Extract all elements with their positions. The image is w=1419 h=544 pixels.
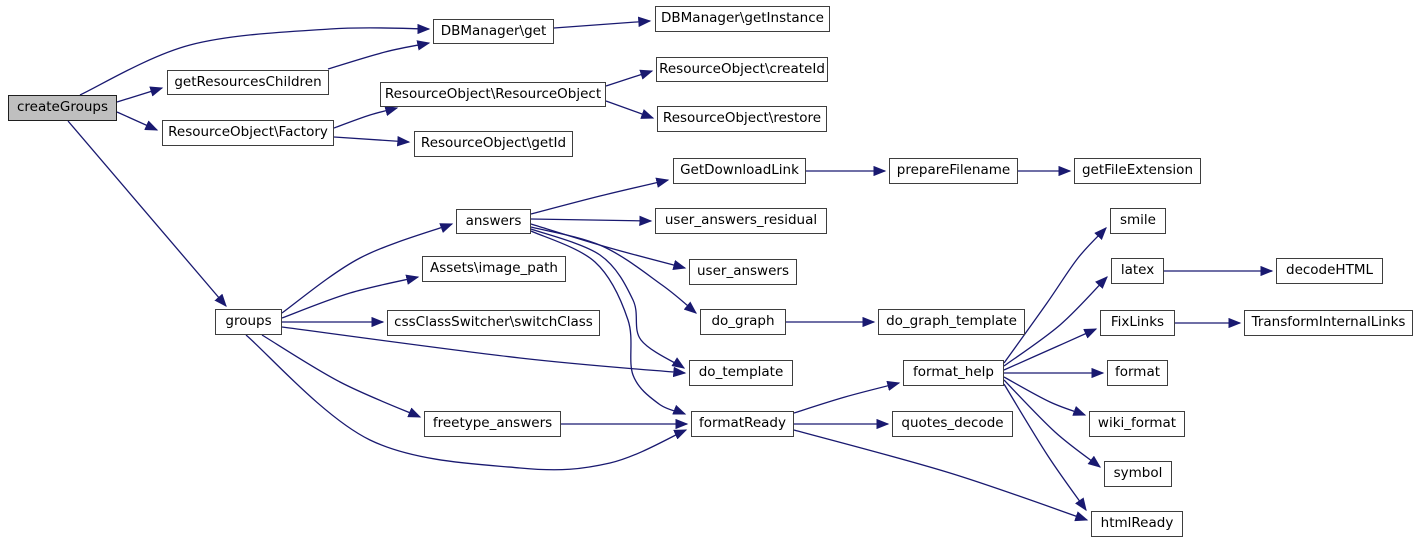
edge-answers-doGraph: [530, 226, 698, 314]
node-userAnswers[interactable]: user_answers: [689, 259, 797, 285]
node-factory[interactable]: ResourceObject\Factory: [162, 120, 334, 146]
node-symbol[interactable]: symbol: [1104, 461, 1172, 487]
edge-formatHelp-htmlReady: [1003, 383, 1087, 512]
edge-factory-getId: [333, 136, 411, 147]
node-answers[interactable]: answers: [456, 209, 531, 234]
edge-groups-doTemplate: [281, 326, 687, 378]
edge-createGroups-factory: [116, 111, 159, 131]
edge-createGroups-dbGet: [79, 23, 431, 96]
edge-dbGet-dbGetInstance: [553, 16, 652, 29]
node-formatHelp[interactable]: format_help: [903, 360, 1004, 386]
node-decodeHTML[interactable]: decodeHTML: [1276, 258, 1383, 284]
edge-formatHelp-wikiFormat: [1003, 376, 1087, 416]
edge-formatReady-htmlReady: [793, 429, 1089, 522]
node-quotesDecode[interactable]: quotes_decode: [892, 411, 1013, 437]
edge-answers-doTemplate: [530, 228, 686, 369]
node-wikiFormat[interactable]: wiki_format: [1089, 411, 1185, 437]
edge-createGroups-groups: [67, 120, 227, 307]
node-getFileExtension[interactable]: getFileExtension: [1074, 158, 1201, 184]
node-format[interactable]: format: [1107, 360, 1168, 386]
node-latex[interactable]: latex: [1111, 258, 1164, 284]
node-formatReady[interactable]: formatReady: [691, 411, 794, 437]
edge-formatReady-formatHelp: [793, 380, 901, 414]
edge-resourceObject-createId: [605, 69, 654, 87]
node-htmlReady[interactable]: htmlReady: [1091, 511, 1183, 537]
edge-resourceObject-restore: [605, 100, 655, 119]
edge-formatHelp-latex: [1003, 276, 1108, 367]
edge-groups-answers: [281, 223, 454, 314]
edge-groups-freetypeAnswers: [261, 334, 422, 418]
node-getResourcesChildren[interactable]: getResourcesChildren: [167, 70, 329, 95]
node-prepareFilename[interactable]: prepareFilename: [889, 158, 1018, 184]
node-resourceObject[interactable]: ResourceObject\ResourceObject: [380, 82, 606, 107]
node-transformInternalLinks[interactable]: TransformInternalLinks: [1244, 310, 1413, 336]
node-dbGetInstance[interactable]: DBManager\getInstance: [655, 6, 830, 32]
edge-formatHelp-fixLinks: [1003, 328, 1098, 371]
node-smile[interactable]: smile: [1110, 208, 1166, 234]
node-doGraphTemplate[interactable]: do_graph_template: [878, 309, 1025, 335]
node-groups[interactable]: groups: [215, 309, 282, 335]
edge-getResourcesChildren-dbGet: [327, 40, 431, 70]
node-doTemplate[interactable]: do_template: [689, 360, 793, 386]
node-createId[interactable]: ResourceObject\createId: [656, 57, 828, 82]
edge-formatHelp-smile: [1003, 227, 1107, 364]
node-getId[interactable]: ResourceObject\getId: [414, 131, 573, 157]
edge-groups-formatReady: [245, 334, 688, 471]
node-createGroups: createGroups: [8, 95, 117, 121]
edge-answers-formatReady: [530, 230, 687, 415]
node-freetypeAnswers[interactable]: freetype_answers: [424, 411, 561, 437]
node-switchClass[interactable]: cssClassSwitcher\switchClass: [387, 310, 600, 336]
edge-formatHelp-symbol: [1003, 379, 1102, 468]
edge-createGroups-getResourcesChildren: [116, 86, 164, 103]
edge-answers-userAnswers: [530, 223, 687, 271]
node-assetsImagePath[interactable]: Assets\image_path: [422, 256, 566, 282]
edge-factory-resourceObject: [333, 105, 399, 129]
node-restore[interactable]: ResourceObject\restore: [657, 106, 827, 132]
node-dbGet[interactable]: DBManager\get: [433, 19, 554, 44]
node-getDownloadLink[interactable]: GetDownloadLink: [673, 158, 806, 184]
edge-answers-getDownloadLink: [530, 177, 670, 215]
node-userAnswersResidual[interactable]: user_answers_residual: [655, 208, 827, 234]
edge-groups-assetsImagePath: [281, 274, 420, 319]
node-fixLinks[interactable]: FixLinks: [1100, 310, 1175, 336]
edge-answers-userAnswersResidual: [530, 215, 653, 227]
node-doGraph[interactable]: do_graph: [700, 309, 786, 335]
